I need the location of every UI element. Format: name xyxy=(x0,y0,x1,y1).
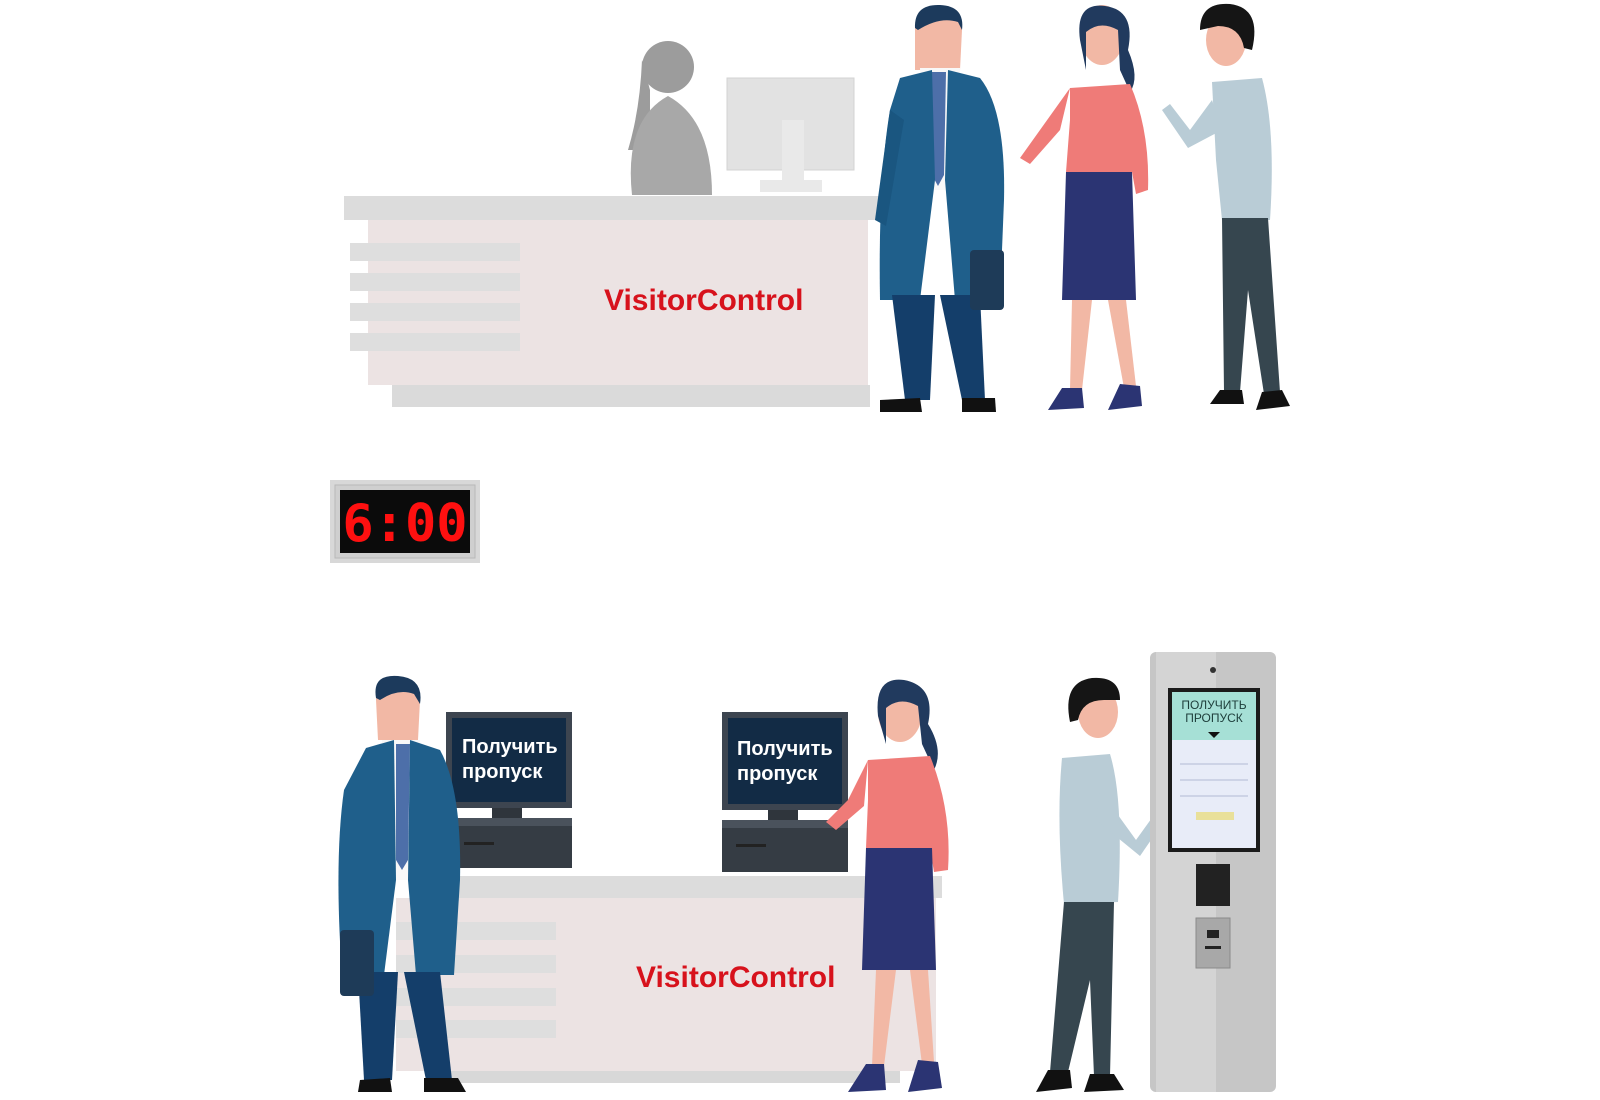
top-desk: VisitorControl xyxy=(344,196,884,407)
self-service-kiosk: ПОЛУЧИТЬ ПРОПУСК xyxy=(1150,652,1276,1092)
businessman-figure xyxy=(875,4,1005,412)
self-service-terminal-left: Получить пропуск xyxy=(446,712,572,868)
businessman-figure-bottom xyxy=(338,675,466,1092)
queue-clock-display: 6:00 xyxy=(330,480,480,563)
young-man-at-kiosk xyxy=(1036,677,1180,1092)
reception-monitor xyxy=(726,77,855,192)
top-desk-brand: VisitorControl xyxy=(604,284,803,317)
top-reception-scene: VisitorControl xyxy=(344,3,1290,412)
bottom-desk: VisitorControl xyxy=(396,876,942,1083)
self-service-terminal-right: Получить пропуск xyxy=(722,712,848,872)
terminal-right-line1: Получить xyxy=(737,738,833,760)
queue-clock-time: 6:00 xyxy=(342,494,467,554)
kiosk-header-line1: ПОЛУЧИТЬ xyxy=(1181,698,1246,712)
terminal-left-line1: Получить xyxy=(462,736,558,758)
kiosk-header-line2: ПРОПУСК xyxy=(1185,711,1243,725)
woman-figure-bottom xyxy=(826,679,949,1092)
bottom-reception-scene: VisitorControl Получить пропуск Получить… xyxy=(338,652,1276,1092)
terminal-right-line2: пропуск xyxy=(737,763,818,785)
bottom-desk-brand: VisitorControl xyxy=(636,961,835,994)
young-man-figure xyxy=(1162,3,1290,410)
woman-figure xyxy=(1020,5,1149,410)
receptionist-silhouette xyxy=(628,41,712,195)
terminal-left-line2: пропуск xyxy=(462,761,543,783)
